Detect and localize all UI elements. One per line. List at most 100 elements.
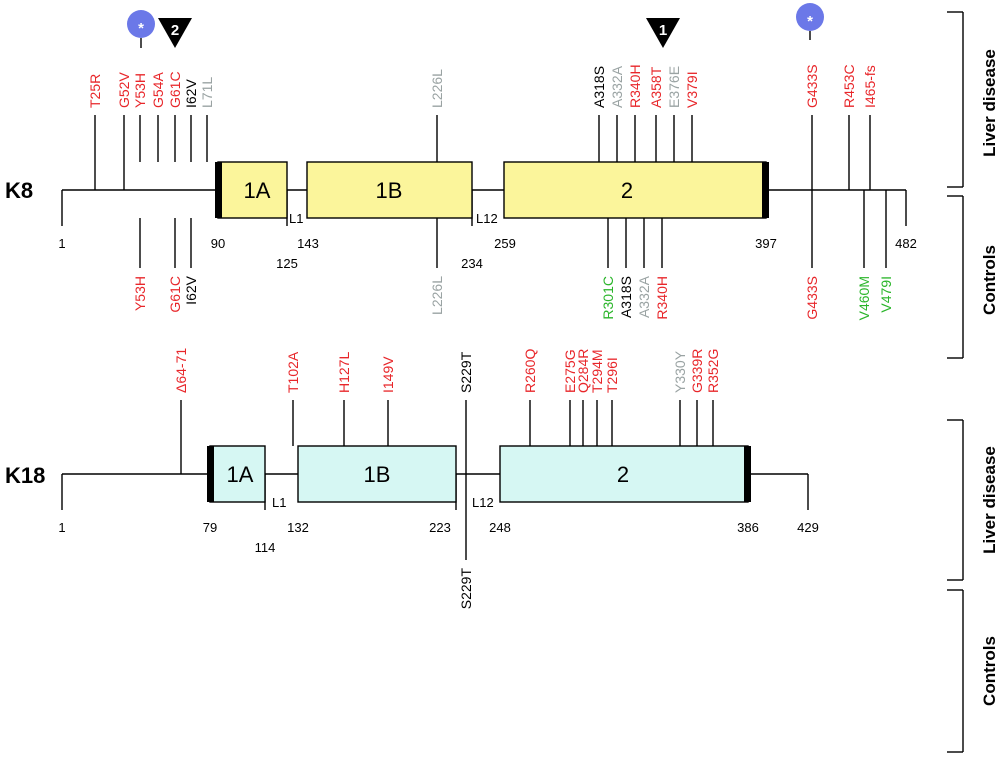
mutation-label-control: V479I <box>878 276 894 313</box>
marker-triangle <box>646 18 680 48</box>
position-label: 90 <box>211 236 225 251</box>
mutation-label-liver: H127L <box>336 352 352 393</box>
mutation-label-liver: T25R <box>87 74 103 108</box>
mutation-label-control: I62V <box>183 275 199 304</box>
domain-label-1b: 1B <box>376 178 403 203</box>
position-label: 386 <box>737 520 759 535</box>
mutation-label-liver: Y330Y <box>672 350 688 393</box>
mutation-label-control: V460M <box>856 276 872 320</box>
position-label: 248 <box>489 520 511 535</box>
mutation-label-control: R301C <box>600 276 616 320</box>
bracket-liver-k8 <box>947 11 964 188</box>
domain-box-2 <box>503 161 767 219</box>
mutation-label-liver: A358T <box>648 66 664 108</box>
marker-circle <box>127 10 155 38</box>
linker-label-l1: L1 <box>272 495 286 510</box>
mutation-label-liver: A332A <box>609 65 625 108</box>
mutation-label-control: S229T <box>458 568 474 610</box>
asterisk-circle-icon: * <box>796 3 824 31</box>
domain-label-1a: 1A <box>227 462 254 487</box>
mutation-label-liver: L226L <box>429 69 445 108</box>
mutation-label-control: R340H <box>654 276 670 320</box>
mutation-label-liver: G433S <box>804 64 820 108</box>
group-label-controls: Controls <box>980 636 999 706</box>
domain-box-1a <box>209 445 266 503</box>
linker-label-l12: L12 <box>472 495 494 510</box>
bracket-controls-k18 <box>947 589 964 753</box>
mutation-label-liver: I149V <box>380 356 396 393</box>
domain-box-2 <box>499 445 749 503</box>
marker-text: 2 <box>171 22 179 39</box>
mutation-label-control: A332A <box>636 275 652 318</box>
numbered-triangle-icon: 1 <box>646 18 680 48</box>
linker-label-l12: L12 <box>476 211 498 226</box>
mutation-label-liver: A318S <box>591 66 607 108</box>
mutation-label-liver: G61C <box>167 71 183 108</box>
position-label: 79 <box>203 520 217 535</box>
position-label: 125 <box>276 256 298 271</box>
domain-cap <box>215 162 222 218</box>
domain-cap <box>744 446 751 502</box>
marker-triangle <box>158 18 192 48</box>
domain-cap <box>762 162 769 218</box>
position-label: 482 <box>895 236 917 251</box>
group-label-liver: Liver disease <box>980 49 999 157</box>
position-label: 1 <box>58 520 65 535</box>
domain-label-1a: 1A <box>244 178 271 203</box>
mutation-label-liver: Δ64-71 <box>173 348 189 393</box>
domain-label-2: 2 <box>621 178 633 203</box>
mutation-label-liver: I62V <box>183 79 199 108</box>
mutation-label-control: A318S <box>618 276 634 318</box>
mutation-label-liver: R453C <box>841 64 857 108</box>
position-label: 429 <box>797 520 819 535</box>
mutation-label-liver: G52V <box>116 72 132 108</box>
mutation-label-liver: R260Q <box>522 349 538 393</box>
mutation-label-liver: T294M <box>589 349 605 393</box>
domain-box-1b <box>306 161 473 219</box>
mutation-label-liver: R352G <box>705 349 721 393</box>
marker-circle <box>796 3 824 31</box>
mutation-label-liver: I465-fs <box>862 65 878 108</box>
domain-label-1b: 1B <box>364 462 391 487</box>
position-label: 114 <box>255 540 276 555</box>
mutation-label-liver: T102A <box>285 351 301 393</box>
mutation-label-liver: R340H <box>627 64 643 108</box>
bracket-controls-k8 <box>947 195 964 359</box>
marker-text: * <box>138 20 144 37</box>
mutation-label-liver: E275G <box>562 349 578 393</box>
mutation-label-control: G433S <box>804 276 820 320</box>
protein-name-k8: K8 <box>5 178 33 203</box>
k8-protein-group: K8 1A 1B 2L1 L12 1 90 125 143 234 259 397 482 T25R G52… <box>5 3 917 320</box>
position-label: 143 <box>297 236 319 251</box>
group-label-controls: Controls <box>980 245 999 315</box>
mutation-label-liver: G339R <box>689 349 705 393</box>
numbered-triangle-icon: 2 <box>158 18 192 48</box>
mutation-label-liver: Q284R <box>575 349 591 393</box>
mutation-label-liver: S229T <box>458 351 474 393</box>
k18-protein-group: K18 1A 1B 2L1 L12 1 79 114 132 223 248 386 429 Δ64-71… <box>5 348 819 610</box>
group-label-liver: Liver disease <box>980 446 999 554</box>
position-label: 234 <box>461 256 483 271</box>
protein-name-k18: K18 <box>5 463 45 488</box>
marker-text: * <box>807 13 813 30</box>
mutation-label-liver: Y53H <box>132 73 148 108</box>
marker-text: 1 <box>659 22 667 39</box>
bracket-liver-k18 <box>947 419 964 581</box>
position-label: 223 <box>429 520 451 535</box>
mutation-label-control: Y53H <box>132 276 148 311</box>
domain-cap <box>207 446 214 502</box>
position-label: 397 <box>755 236 777 251</box>
mutation-label-control: L226L <box>429 276 445 315</box>
position-label: 259 <box>494 236 516 251</box>
position-label: 1 <box>58 236 65 251</box>
mutation-label-liver: E376E <box>666 66 682 108</box>
mutation-label-control: G61C <box>167 276 183 313</box>
mutation-label-liver: L71L <box>199 77 215 108</box>
position-label: 132 <box>287 520 309 535</box>
domain-box-1b <box>297 445 457 503</box>
linker-label-l1: L1 <box>289 211 303 226</box>
mutation-label-liver: T296I <box>604 357 620 393</box>
domain-label-2: 2 <box>617 462 629 487</box>
mutation-label-liver: G54A <box>150 72 166 108</box>
